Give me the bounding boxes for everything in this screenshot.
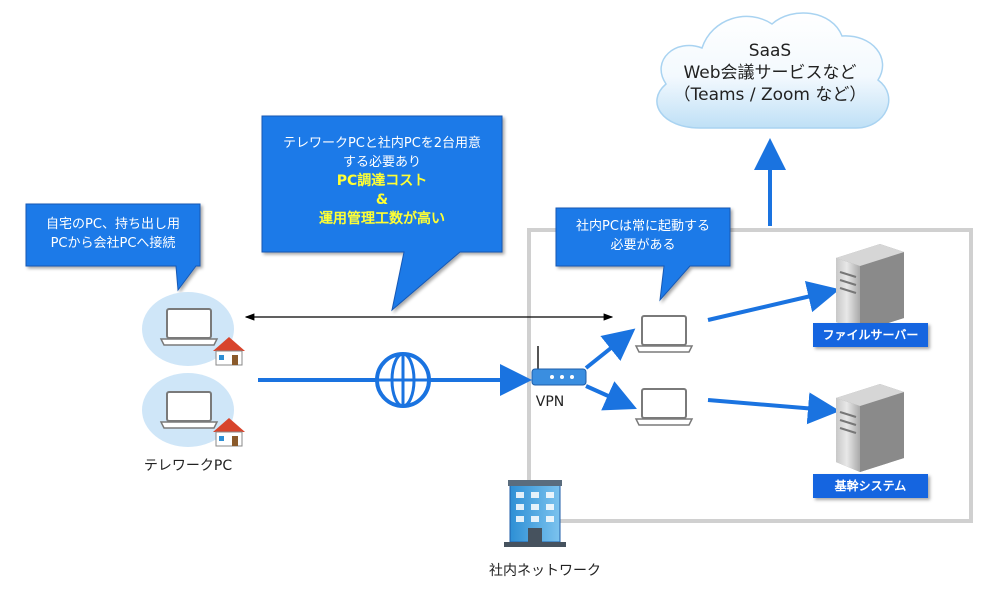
callout-cost: テレワークPCと社内PCを2台用意 する必要あり PC調達コスト & 運用管理工… — [262, 134, 502, 229]
callout-cost-highlight-2: & — [375, 192, 389, 208]
router-icon — [531, 346, 587, 386]
laptop-icon — [634, 388, 694, 426]
cloud-label: SaaS Web会議サービスなど （Teams / Zoom など） — [650, 40, 890, 106]
cloud-line-3: （Teams / Zoom など） — [673, 85, 867, 105]
cloud-icon — [656, 12, 890, 129]
cloud-line-1: SaaS — [748, 41, 792, 61]
telework-pc-label: テレワークPC — [143, 458, 233, 474]
pc-to-fileserver-arrow — [707, 280, 840, 322]
callout-office-pc-shape — [555, 207, 731, 302]
callout-home-line-1: 自宅のPC、持ち出し用 — [46, 217, 180, 232]
laptop-icon — [634, 315, 694, 353]
callout-cost-highlight-3: 運用管理工数が高い — [319, 211, 445, 227]
callout-home-shape — [25, 203, 201, 292]
vpn-label: VPN — [535, 394, 565, 410]
core-system-label: 基幹システム — [813, 474, 928, 498]
vpn-to-pc1-arrow — [584, 328, 636, 370]
callout-home-line-2: PCから会社PCへ接続 — [50, 236, 176, 251]
callout-office-pc-line-1: 社内PCは常に起動する — [576, 219, 710, 234]
pc-to-core-arrow — [707, 392, 840, 425]
laptop-icon — [159, 308, 219, 346]
callout-office-pc-line-2: 必要がある — [610, 238, 676, 253]
callout-cost-line-2: する必要あり — [342, 155, 421, 170]
vpn-to-pc2-arrow — [585, 381, 637, 411]
callout-home: 自宅のPC、持ち出し用 PCから会社PCへ接続 — [26, 215, 200, 253]
callout-cost-highlight-1: PC調達コスト — [336, 173, 428, 189]
corporate-network-label: 社内ネットワーク — [489, 563, 601, 579]
callout-cost-shape — [261, 115, 503, 312]
cloud-line-2: Web会議サービスなど — [683, 63, 857, 83]
callout-cost-line-1: テレワークPCと社内PCを2台用意 — [282, 136, 482, 151]
globe-icon — [375, 352, 431, 408]
file-server-label: ファイルサーバー — [813, 323, 928, 347]
laptop-icon — [159, 391, 219, 429]
server-icon — [836, 384, 904, 472]
server-icon — [836, 244, 904, 332]
house-icon — [213, 418, 245, 447]
building-icon — [504, 480, 566, 547]
callout-office-pc: 社内PCは常に起動する 必要がある — [556, 217, 730, 255]
house-icon — [213, 337, 245, 366]
